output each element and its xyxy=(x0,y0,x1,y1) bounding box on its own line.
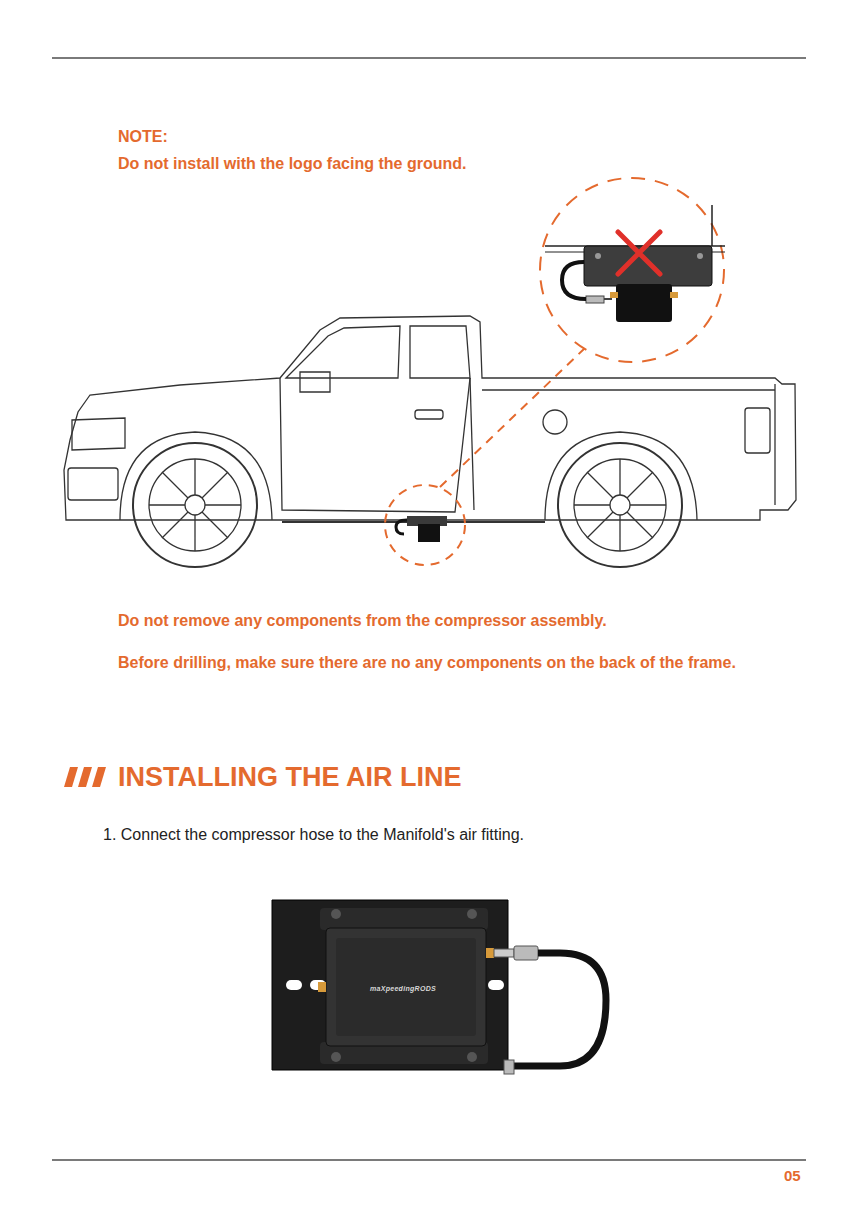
rear-wheel xyxy=(558,443,682,567)
rear-wheel-part xyxy=(558,443,682,567)
truck-body xyxy=(64,316,796,520)
front-window xyxy=(286,326,400,378)
manifold-assembly-part xyxy=(320,908,488,930)
heading-slashes xyxy=(64,767,106,787)
red-cross xyxy=(618,232,660,274)
manifold-assembly-part xyxy=(488,980,504,990)
note-heading: NOTE: xyxy=(118,124,418,150)
rear-wheel-part xyxy=(574,459,666,551)
compressor-small-part xyxy=(396,520,407,534)
manifold-assembly-part xyxy=(467,1052,477,1062)
door xyxy=(280,378,470,512)
front-wheel-part xyxy=(133,443,257,567)
compressor-detail-part xyxy=(610,292,618,298)
tail-light xyxy=(745,408,770,453)
compressor-detail-part xyxy=(584,246,712,286)
bottom-rule xyxy=(52,1159,806,1161)
compressor-detail-part xyxy=(586,296,604,303)
page-number: 05 xyxy=(784,1167,824,1185)
manifold-assembly-part xyxy=(318,982,326,992)
brand-logo: maXpeedingRODS xyxy=(353,984,453,993)
grille xyxy=(68,468,118,500)
door-handle xyxy=(415,410,443,419)
note-text: Before drilling, make sure there are no … xyxy=(118,650,758,676)
heading-slashes-part xyxy=(78,767,92,787)
manifold-assembly-part xyxy=(512,953,606,1066)
fuel-door xyxy=(543,410,567,434)
manifold-assembly-part xyxy=(467,909,477,919)
compressor-detail-part xyxy=(670,292,678,298)
mirror xyxy=(300,372,330,392)
headlight xyxy=(72,418,125,450)
manifold-assembly-part xyxy=(514,946,538,960)
top-rule xyxy=(52,57,806,59)
compressor-detail xyxy=(545,205,725,322)
leader-line xyxy=(440,348,585,487)
bed-rail xyxy=(482,389,775,390)
manifold-assembly-part xyxy=(272,900,508,1070)
manifold-assembly-part xyxy=(486,948,494,958)
cab-line xyxy=(470,378,474,510)
manifold-assembly-part xyxy=(331,1052,341,1062)
note-text: Do not remove any components from the co… xyxy=(118,608,778,634)
detail-circle-large xyxy=(540,178,724,362)
step-text: 1. Connect the compressor hose to the Ma… xyxy=(103,824,783,846)
manifold-assembly-part xyxy=(331,909,341,919)
manifold-assembly-part xyxy=(326,928,486,1046)
compressor-small-part xyxy=(418,524,440,542)
rear-wheel-part xyxy=(574,459,666,551)
compressor-detail-part xyxy=(562,262,586,299)
manifold-assembly-part xyxy=(494,949,514,957)
manifold-assembly xyxy=(272,900,606,1074)
front-wheel-part xyxy=(149,459,241,551)
note-text: Do not install with the logo facing the … xyxy=(118,151,638,177)
heading-slashes-part xyxy=(64,767,78,787)
pickup-truck xyxy=(64,316,796,567)
tailgate xyxy=(774,384,775,505)
compressor-small xyxy=(396,516,447,542)
rear-window xyxy=(410,326,470,378)
front-wheel xyxy=(133,443,257,567)
compressor-detail-part xyxy=(697,253,703,259)
compressor-detail-part xyxy=(595,253,601,259)
section-heading: INSTALLING THE AIR LINE xyxy=(118,761,758,793)
heading-slashes-part xyxy=(92,767,106,787)
manifold-assembly-part xyxy=(336,938,476,1036)
compressor-detail-part xyxy=(604,298,612,300)
compressor-detail-part xyxy=(711,205,713,246)
front-wheel-part xyxy=(149,459,241,551)
manifold-assembly-part xyxy=(504,1060,514,1074)
detail-circle-small xyxy=(385,485,465,565)
manifold-assembly-part xyxy=(286,980,302,990)
compressor-detail-part xyxy=(616,284,672,322)
